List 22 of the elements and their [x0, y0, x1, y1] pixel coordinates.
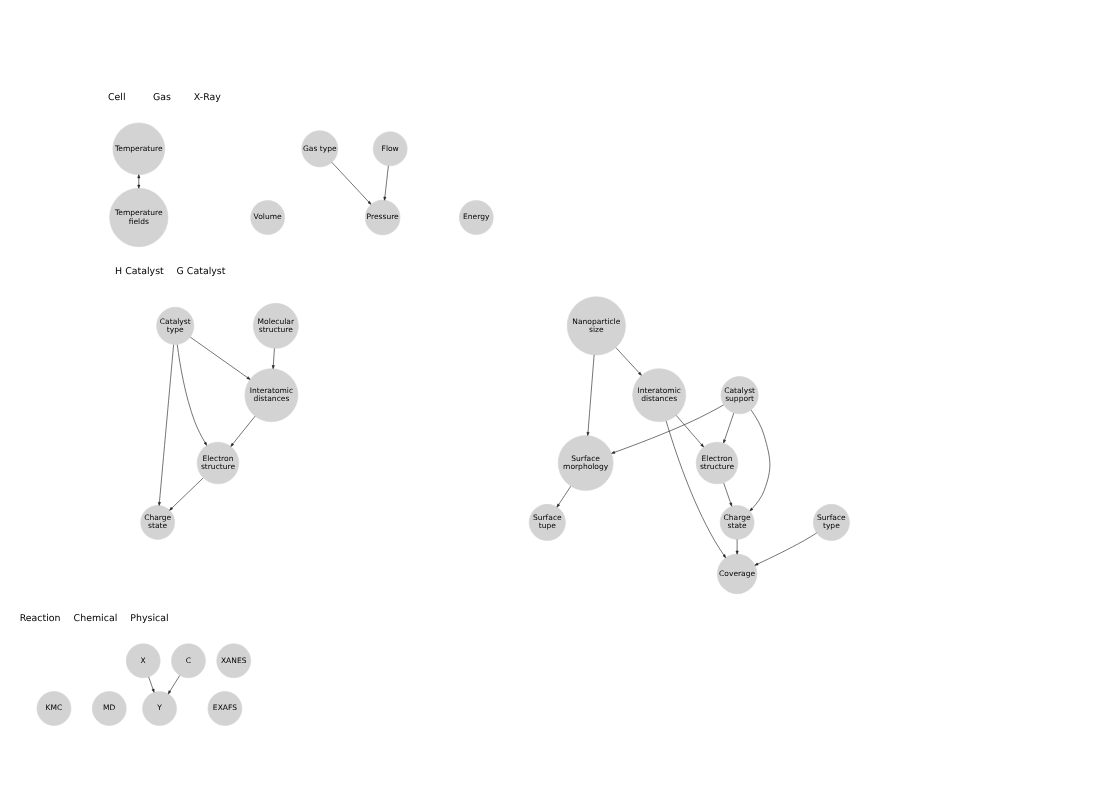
- arrow: [137, 174, 141, 189]
- arrow: [383, 165, 389, 201]
- arrow: [723, 482, 733, 507]
- arrow: [675, 415, 704, 448]
- arrow: [754, 532, 818, 566]
- arrow: [189, 336, 251, 380]
- arrow: [586, 354, 595, 436]
- arrow: [615, 347, 642, 376]
- arrow: [158, 344, 174, 506]
- arrow: [556, 485, 572, 508]
- arrow: [611, 404, 724, 454]
- arrow: [749, 409, 771, 512]
- arrow: [331, 161, 372, 205]
- arrow: [169, 477, 204, 511]
- arrow: [148, 676, 155, 693]
- arrow: [230, 415, 256, 447]
- arrow: [665, 420, 726, 559]
- arrow: [723, 412, 735, 444]
- arrow: [735, 539, 739, 555]
- arrow: [167, 675, 180, 695]
- arrow: [271, 348, 275, 369]
- arrow: [176, 344, 207, 446]
